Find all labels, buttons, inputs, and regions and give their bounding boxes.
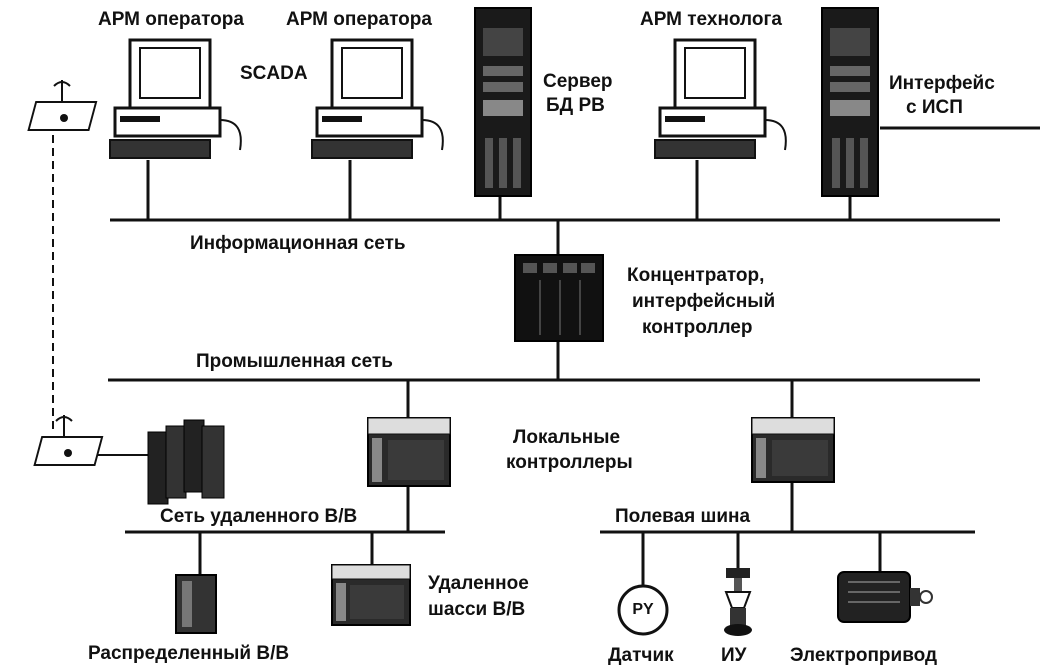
label-hub-2: интерфейсный bbox=[632, 291, 776, 312]
server-icon bbox=[474, 7, 532, 197]
workstation-icon bbox=[109, 38, 242, 159]
wireless-link bbox=[52, 135, 150, 456]
label-sensor: Датчик bbox=[608, 645, 674, 666]
actuator-valve-icon bbox=[724, 568, 752, 636]
label-actuator: ИУ bbox=[721, 645, 747, 666]
label-scada: SCADA bbox=[240, 63, 308, 84]
label-remote-chassis-2: шасси В/В bbox=[428, 599, 526, 620]
workstation-icon bbox=[654, 38, 787, 159]
electric-motor-icon bbox=[837, 571, 933, 623]
label-industrial-network: Промышленная сеть bbox=[196, 351, 393, 372]
sensor-icon bbox=[617, 584, 669, 636]
label-electric-drive: Электропривод bbox=[790, 645, 938, 666]
remote-io-network-bus bbox=[125, 485, 445, 575]
distributed-io-icon bbox=[175, 574, 217, 634]
label-db-server-2: БД РВ bbox=[546, 95, 605, 116]
label-distributed-io: Распределенный В/В bbox=[88, 643, 290, 664]
label-info-network: Информационная сеть bbox=[190, 233, 406, 254]
server-icon bbox=[821, 7, 879, 197]
label-arm-operator-1: АРМ оператора bbox=[98, 9, 244, 30]
label-local-controllers-1: Локальные bbox=[513, 427, 621, 448]
label-db-server-1: Сервер bbox=[543, 71, 613, 92]
io-modules-icon bbox=[147, 419, 225, 505]
label-isp-interface-1: Интерфейс bbox=[889, 73, 995, 94]
industrial-network-bus bbox=[108, 340, 980, 418]
wireless-modem-icon bbox=[27, 80, 98, 131]
remote-chassis-icon bbox=[331, 564, 411, 626]
sensor-symbol-text: PY bbox=[632, 601, 654, 618]
label-fieldbus: Полевая шина bbox=[615, 506, 751, 527]
local-controller-icon bbox=[367, 417, 451, 487]
label-local-controllers-2: контроллеры bbox=[506, 452, 633, 473]
label-arm-technologist: АРМ технолога bbox=[640, 9, 782, 30]
workstation-icon bbox=[311, 38, 444, 159]
wireless-modem-icon bbox=[33, 415, 104, 466]
information-network-bus bbox=[110, 126, 1040, 255]
label-remote-chassis-1: Удаленное bbox=[428, 573, 529, 594]
label-hub-3: контроллер bbox=[642, 317, 753, 338]
fieldbus-bus bbox=[600, 478, 975, 592]
label-isp-interface-2: с ИСП bbox=[906, 97, 963, 118]
label-arm-operator-2: АРМ оператора bbox=[286, 9, 432, 30]
label-hub-1: Концентратор, bbox=[627, 265, 765, 286]
label-remote-io-network: Сеть удаленного В/В bbox=[160, 506, 358, 527]
local-controller-icon bbox=[751, 417, 835, 483]
hub-controller-icon bbox=[514, 254, 604, 342]
